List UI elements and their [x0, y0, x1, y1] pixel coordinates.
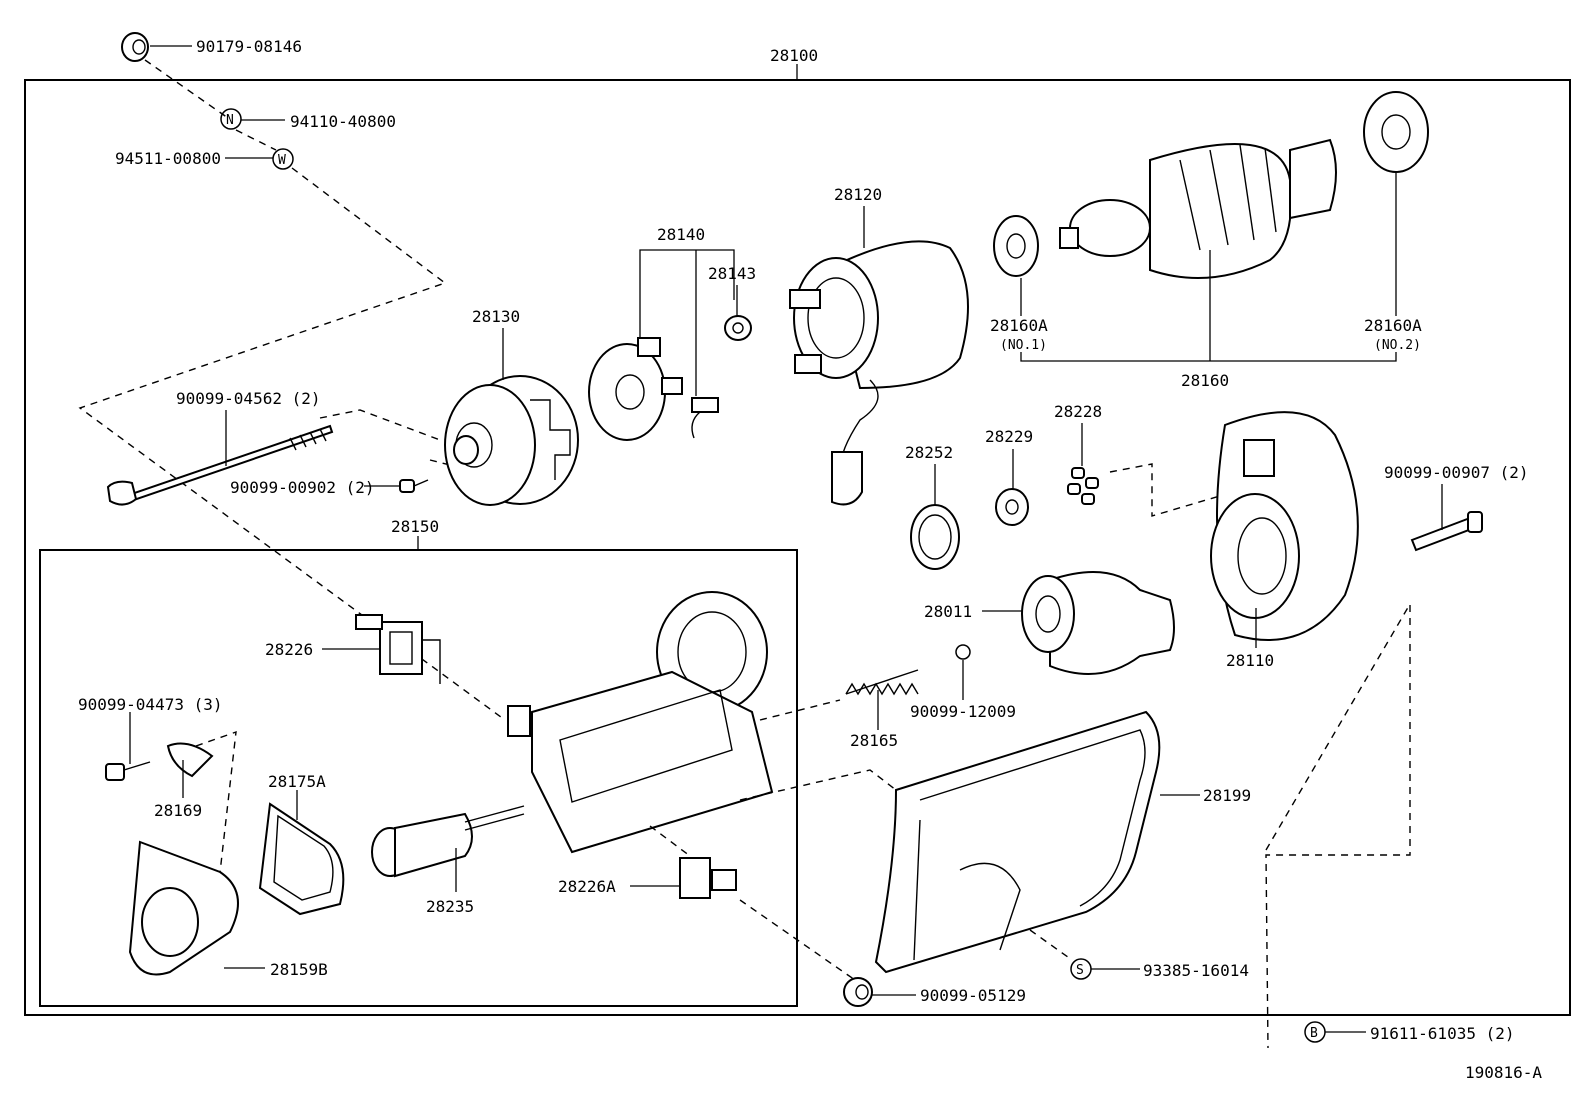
nut-symbol-n: N — [220, 108, 242, 130]
label-90179-08146: 90179-08146 — [196, 37, 302, 56]
label-28228: 28228 — [1054, 402, 1102, 421]
label-28160A-no1-note: (NO.1) — [1000, 338, 1047, 353]
sub-assembly-number: 28150 — [391, 517, 439, 536]
planetary-gear — [910, 504, 960, 570]
label-90099-04473: 90099-04473 (3) — [78, 695, 223, 714]
nut-cap-90179 — [121, 32, 149, 62]
starter-protector-28199 — [874, 710, 1161, 974]
terminal-28226A — [679, 857, 737, 899]
gasket-28175A — [258, 802, 345, 916]
label-90099-05129: 90099-05129 — [920, 986, 1026, 1005]
label-90099-12009: 90099-12009 — [910, 702, 1016, 721]
label-93385-16014: 93385-16014 — [1143, 961, 1249, 980]
screw-90099-00902 — [399, 479, 429, 493]
label-90099-04562: 90099-04562 (2) — [176, 389, 321, 408]
label-28140: 28140 — [657, 225, 705, 244]
brush-holder — [588, 337, 719, 441]
bolt-90099-00907 — [1410, 511, 1483, 552]
svg-text:S: S — [1076, 963, 1084, 978]
ball-90099-12009 — [955, 644, 971, 660]
commutator-end-frame — [444, 375, 579, 506]
svg-text:B: B — [1310, 1026, 1318, 1041]
label-28160A-no1: 28160A — [990, 316, 1048, 335]
label-28159B: 28159B — [270, 960, 328, 979]
label-94110-40800: 94110-40800 — [290, 112, 396, 131]
svg-text:W: W — [278, 153, 286, 168]
rollers-28228 — [1067, 467, 1099, 505]
label-28226A: 28226A — [558, 877, 616, 896]
label-28175A: 28175A — [268, 772, 326, 791]
label-28229: 28229 — [985, 427, 1033, 446]
label-28199: 28199 — [1203, 786, 1251, 805]
label-28130: 28130 — [472, 307, 520, 326]
armature — [993, 91, 1429, 279]
label-94511-00800: 94511-00800 — [115, 149, 221, 168]
label-28165: 28165 — [850, 731, 898, 750]
starter-housing — [1210, 411, 1359, 641]
label-28160: 28160 — [1181, 371, 1229, 390]
label-28226: 28226 — [265, 640, 313, 659]
label-28252: 28252 — [905, 443, 953, 462]
washer-symbol-w: W — [272, 148, 294, 170]
gear-bearing-28229 — [995, 488, 1029, 526]
brush-spring — [724, 315, 752, 341]
label-28110: 28110 — [1226, 651, 1274, 670]
diagram-id: 190816-A — [1465, 1063, 1542, 1082]
bolt-90099-04473 — [105, 761, 151, 781]
plunger-28235 — [371, 805, 525, 878]
label-28160A-no2: 28160A — [1364, 316, 1422, 335]
cover-28159B — [128, 840, 239, 976]
yoke-assembly — [789, 240, 969, 506]
assembly-number: 28100 — [770, 46, 818, 65]
starter-clutch — [1021, 571, 1175, 675]
label-28011: 28011 — [924, 602, 972, 621]
spring-28165 — [845, 669, 919, 696]
bolt-symbol-b: B — [1304, 1021, 1326, 1043]
svg-text:N: N — [226, 113, 234, 128]
label-90099-00902: 90099-00902 (2) — [230, 478, 375, 497]
label-28169: 28169 — [154, 801, 202, 820]
label-91611-61035: 91611-61035 (2) — [1370, 1024, 1515, 1043]
label-28120: 28120 — [834, 185, 882, 204]
label-28160A-no2-note: (NO.2) — [1374, 338, 1421, 353]
magnetic-switch-housing — [507, 591, 774, 854]
screw-symbol-s: S — [1070, 958, 1092, 980]
label-28143: 28143 — [708, 264, 756, 283]
label-28235: 28235 — [426, 897, 474, 916]
label-90099-00907: 90099-00907 (2) — [1384, 463, 1529, 482]
nut-cap-90099-05129 — [843, 977, 873, 1007]
terminal-28226 — [355, 614, 441, 684]
bracket-28169 — [166, 742, 214, 778]
